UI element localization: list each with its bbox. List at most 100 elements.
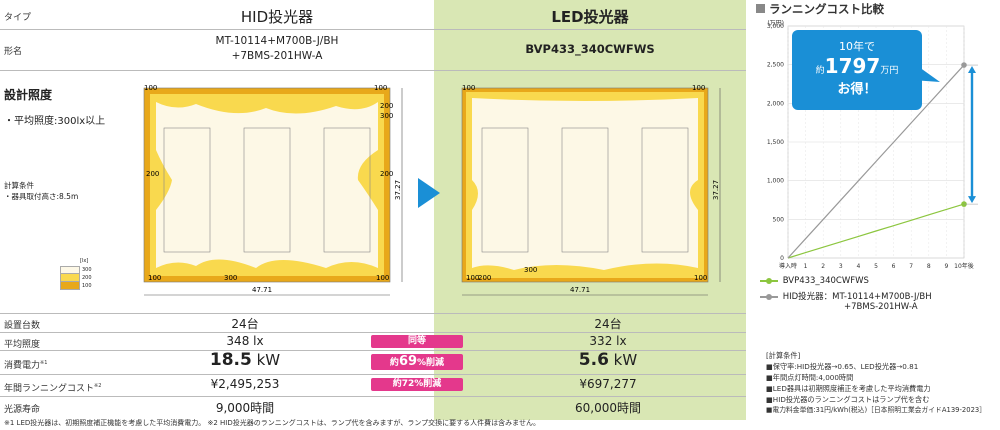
y-tick-label: 2,000 [767, 100, 784, 107]
row-power-led: 5.6 kW [470, 350, 746, 370]
savings-callout: 10年で 約1797万円 お得！ [792, 30, 922, 110]
condition-3: ■HID投光器のランニングコストはランプ代を含む [766, 395, 930, 404]
hid-plan-v200-a: 200 [380, 102, 393, 110]
legend-led-text: BVP433_340CWFWS [782, 276, 869, 286]
condition-0: ■保守率:HID投光器→0.65、LED投光器→0.81 [766, 362, 919, 371]
x-tick-label: 1 [804, 263, 808, 270]
row-power-label: 消費電力※1 [4, 358, 47, 371]
row-power-hid-unit: kW [251, 351, 281, 369]
iso-level-200: 200 [82, 275, 92, 281]
row-power-led-num: 5.6 [578, 350, 609, 370]
row-cost-badge: 約72%削減 [371, 378, 463, 391]
cond-height: ・器具取付高さ:8.5m [4, 192, 79, 201]
hid-plan-height: 37.27 [394, 180, 402, 200]
led-plan-width: 47.71 [570, 286, 590, 294]
led-plan-v100-a: 100 [462, 84, 475, 92]
led-plan-v100-c: 100 [466, 274, 479, 282]
type-label: タイプ [4, 13, 32, 23]
y-tick-label: 2,500 [767, 62, 784, 69]
savings-arrow-head-top [968, 66, 976, 74]
y-tick-label: 1,000 [767, 178, 784, 185]
callout-line3: お得！ [837, 82, 877, 97]
legend-hid-text1: HID投光器：MT-10114+M700B-J/BH [782, 292, 932, 302]
hid-plan-width: 47.71 [252, 286, 272, 294]
x-tick-label: 2 [821, 263, 825, 270]
led-plan-v100-b: 100 [692, 84, 705, 92]
arrow-right-icon [418, 178, 440, 208]
row-power-badge-num: 69 [398, 354, 418, 369]
callout-pre: 約 [815, 66, 825, 76]
series-line-0 [787, 203, 965, 259]
condition-4: ■電力料金単価:31円/kWh(税込)［日本照明工業会ガイドA139-2023］ [766, 406, 987, 414]
hid-model-line1: MT-10114+M700B-J/BH [215, 35, 339, 47]
x-tick-label: 3 [839, 263, 843, 270]
led-title: LED投光器 [551, 8, 629, 26]
x-tick-label: 10年後 [954, 262, 974, 270]
row-units-label: 設置台数 [4, 321, 41, 331]
legend-hid-text2: +7BMS-201HW-A [844, 302, 918, 312]
row-power-badge-post: %削減 [417, 358, 445, 368]
row-power-hid: 18.5 kW [120, 350, 370, 370]
led-plan-v100-d: 100 [694, 274, 707, 282]
x-tick-label: 7 [909, 263, 913, 270]
row-life-led: 60,000時間 [575, 401, 641, 415]
row-units-led: 24台 [594, 317, 622, 331]
condition-1: ■年間点灯時間:4,000時間 [766, 373, 854, 382]
hid-plan-v100-a: 100 [144, 84, 157, 92]
hid-plan-v100-d: 100 [376, 274, 389, 282]
y-tick-label: 3,000 [767, 23, 784, 30]
callout-line2: 約1797万円 [792, 54, 922, 78]
row-lux-badge: 同等 [371, 335, 463, 348]
x-tick-label: 導入時 [779, 262, 797, 270]
row-power-sup: ※1 [40, 360, 48, 366]
callout-num: 1797 [824, 54, 881, 78]
cond-title: 計算条件 [4, 181, 34, 190]
model-label: 形名 [4, 47, 23, 57]
x-tick-label: 6 [892, 263, 896, 270]
row-cost-label-text: 年間ランニングコスト [4, 384, 95, 394]
x-tick-label: 9 [944, 263, 948, 270]
row-power-label-text: 消費電力 [4, 361, 41, 371]
row-life-label: 光源寿命 [4, 405, 41, 415]
running-title: ランニングコスト比較 [769, 2, 884, 16]
hid-model-line2: +7BMS-201HW-A [231, 50, 323, 62]
y-tick-label: 500 [773, 216, 785, 223]
row-power-hid-num: 18.5 [209, 350, 252, 370]
x-tick-label: 8 [927, 263, 931, 270]
row-life-hid: 9,000時間 [215, 401, 275, 415]
row-lux-hid: 348 lx [226, 334, 264, 348]
hid-plan-v100-b: 100 [374, 84, 387, 92]
row-cost-led: ¥697,277 [579, 377, 637, 391]
led-plan-v200: 200 [478, 274, 491, 282]
led-model: BVP433_340CWFWS [525, 42, 655, 56]
led-plan-v300: 300 [524, 266, 537, 274]
led-plan-height: 37.27 [712, 180, 720, 200]
row-cost-sup: ※2 [94, 383, 102, 389]
iso-level-300: 300 [82, 267, 92, 273]
row-cost-label: 年間ランニングコスト※2 [4, 381, 101, 394]
design-avg: ・平均照度:300lx以上 [4, 116, 106, 127]
savings-arrow-head-bottom [968, 196, 976, 204]
hid-plan-v300-a: 300 [380, 112, 393, 120]
row-cost-hid: ¥2,495,253 [210, 377, 280, 391]
callout-unit: 万円 [880, 66, 899, 76]
led-illuminance-plan: 100 100 100 200 300 100 47.71 37.27 [454, 80, 734, 310]
hid-plan-v200-b: 200 [146, 170, 159, 178]
row-units-hid: 24台 [231, 317, 259, 331]
hid-title: HID投光器 [240, 8, 314, 26]
row-lux-label: 平均照度 [4, 340, 41, 350]
callout-pointer [912, 62, 940, 82]
series-line-1 [787, 64, 965, 259]
legend-led: BVP433_340CWFWS [760, 276, 869, 286]
hid-illuminance-plan: 100 100 200 300 200 200 100 300 100 47.7… [136, 80, 416, 310]
footnote: ※1 LED投光器は、初期照度補正機能を考慮した平均消費電力。 ※2 HID投光… [4, 419, 540, 427]
x-tick-label: 4 [856, 263, 860, 270]
callout-line1: 10年で [839, 40, 875, 53]
y-tick-label: 0 [780, 255, 784, 262]
hid-plan-v200-c: 200 [380, 170, 393, 178]
iso-legend-unit: [lx] [80, 258, 89, 264]
legend-hid: HID投光器：MT-10114+M700B-J/BH [760, 290, 932, 302]
row-power-badge: 約69%削減 [371, 354, 463, 370]
